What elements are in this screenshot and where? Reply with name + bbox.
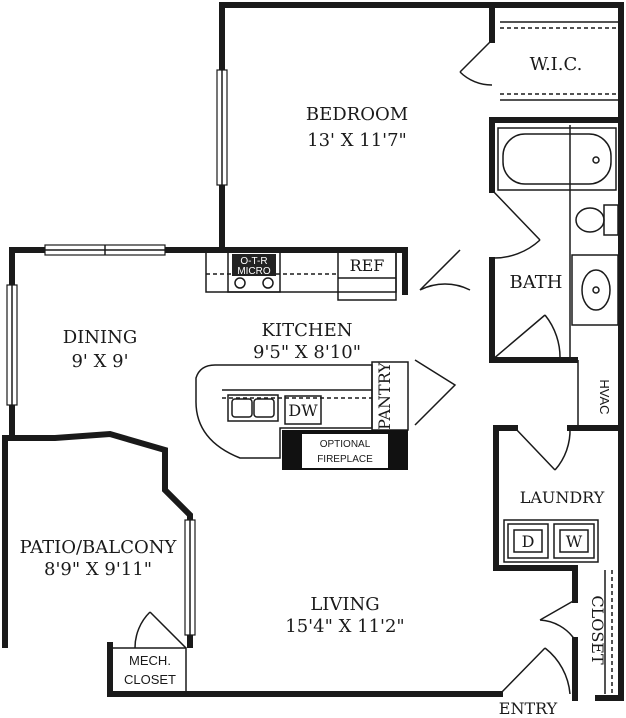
toilet-bowl <box>575 207 605 233</box>
dining-size: 9' X 9' <box>71 351 128 372</box>
bathtub-inner <box>502 133 612 185</box>
range <box>227 251 281 293</box>
wall-laundry <box>493 425 578 571</box>
mech-closet-line2: CLOSET <box>124 672 176 687</box>
fireplace-label-1: OPTIONAL <box>320 439 371 450</box>
dryer <box>507 523 549 559</box>
windows <box>6 69 228 636</box>
sink <box>581 269 611 311</box>
patio-name: PATIO/BALCONY <box>20 537 178 558</box>
kitchen-fixtures: O-T-R MICRO REF DW PANTRY OPTIONAL FIREP… <box>195 251 409 470</box>
kitchen-size: 9'5" X 8'10" <box>253 342 361 363</box>
bedroom-name: BEDROOM <box>306 104 408 125</box>
washer <box>553 523 595 559</box>
closet-shelves <box>604 570 613 694</box>
pantry-label: PANTRY <box>375 362 394 430</box>
bath-fixtures <box>497 127 619 326</box>
wic-shelves <box>500 21 618 101</box>
vanity <box>571 254 619 326</box>
bath-name: BATH <box>510 272 563 293</box>
patio-size: 8'9" X 9'11" <box>44 559 152 580</box>
closet-name: CLOSET <box>588 595 607 665</box>
dining-name: DINING <box>63 327 138 348</box>
otr-micro-label-2: MICRO <box>237 266 271 277</box>
dw-label: DW <box>288 401 318 420</box>
double-sink <box>227 394 279 422</box>
otr-micro-label-1: O-T-R <box>240 256 267 267</box>
ref-label: REF <box>350 256 385 275</box>
door-closet <box>539 599 576 641</box>
room-labels: BEDROOM 13' X 11'7" W.I.C. BATH KITCHEN … <box>20 54 612 718</box>
fireplace-label-2: FIREPLACE <box>317 454 373 465</box>
door-pantry <box>414 359 457 426</box>
otr-micro <box>232 254 276 276</box>
mech-closet-line1: MECH. <box>129 653 171 668</box>
refrigerator <box>337 251 397 301</box>
laundry-name: LAUNDRY <box>520 488 605 507</box>
door-bedroom <box>419 249 471 291</box>
doors <box>109 39 576 695</box>
entry-label: ENTRY <box>499 699 558 718</box>
island <box>195 364 373 459</box>
kitchen-name: KITCHEN <box>262 320 353 341</box>
living-size: 15'4" X 11'2" <box>285 616 404 637</box>
door-mech <box>134 611 187 649</box>
door-bath <box>491 189 541 259</box>
wic-name: W.I.C. <box>530 54 583 75</box>
toilet-tank <box>603 204 619 236</box>
door-patio <box>109 433 166 451</box>
bedroom-size: 13' X 11'7" <box>307 130 407 151</box>
hvac-name: HVAC <box>597 379 612 414</box>
washer-label: W <box>566 532 583 551</box>
dishwasher <box>284 395 322 425</box>
laundry-fixtures: D W <box>503 519 599 563</box>
door-wic <box>459 39 493 86</box>
bathtub <box>497 127 617 191</box>
living-name: LIVING <box>310 594 379 615</box>
door-bath-lower <box>491 314 561 361</box>
dryer-label: D <box>522 532 535 551</box>
door-entry <box>499 647 571 695</box>
door-laundry <box>514 427 571 471</box>
